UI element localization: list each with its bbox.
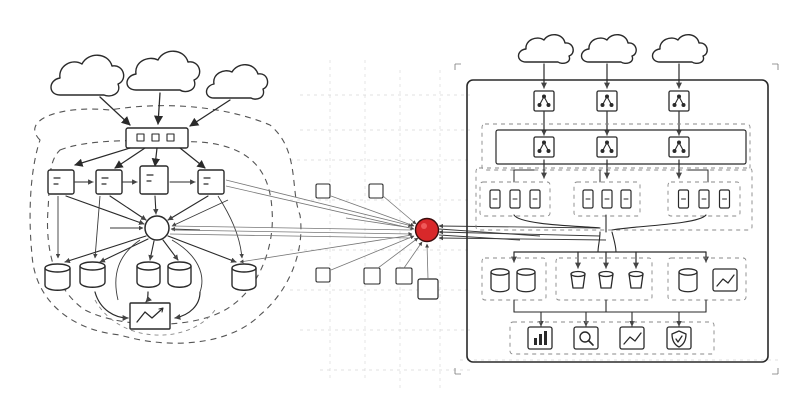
database-icon (678, 268, 698, 293)
bucket-icon (570, 270, 586, 289)
hub-icon (414, 217, 440, 243)
server-card-icon (139, 165, 169, 195)
bucket-icon (628, 270, 644, 289)
lb-band (495, 129, 747, 165)
storage-icons (490, 268, 738, 293)
system-frame (466, 79, 769, 363)
shield-check-icon (666, 326, 692, 350)
node-box-icon (315, 183, 331, 199)
lb-band-outer (481, 123, 751, 171)
node-box-icon (363, 267, 381, 285)
node-box-icon (395, 267, 413, 285)
left-boundary-outer (29, 105, 302, 344)
network-icon (668, 136, 690, 158)
server-card-icon (95, 169, 123, 195)
right-system (454, 34, 780, 375)
database-icon (136, 261, 161, 288)
bar-chart-icon (527, 326, 553, 350)
bucket-icon (598, 270, 614, 289)
line-chart-icon (129, 302, 171, 330)
cloud-icon (126, 50, 201, 93)
background-grid (290, 60, 470, 390)
router-circle-icon (144, 215, 170, 241)
cloud-icon (50, 54, 125, 97)
database-icon (44, 263, 71, 291)
database-icon (167, 261, 192, 288)
cloud-icon (651, 34, 708, 65)
database-icon (516, 268, 536, 293)
left-boundary-inner (46, 139, 273, 325)
left-cluster (29, 50, 302, 344)
node-box-icon (315, 267, 331, 283)
gateway-icon (125, 127, 189, 149)
node-box-icon (417, 278, 439, 300)
network-icon (533, 90, 555, 112)
database-icon (79, 261, 106, 288)
database-icon (490, 268, 510, 293)
search-icon (573, 326, 599, 350)
cloud-icon (580, 34, 637, 65)
middle-flow (169, 179, 607, 300)
database-icon (231, 263, 257, 291)
server-rack-icon (479, 181, 551, 217)
server-card-icon (47, 169, 75, 195)
server-rack-icon (667, 181, 741, 217)
line-chart-icon (619, 326, 645, 350)
cloud-icon (205, 64, 269, 100)
network-icon (668, 90, 690, 112)
node-box-icon (368, 183, 384, 199)
network-icon (533, 136, 555, 158)
network-icon (596, 90, 618, 112)
line-chart-icon (712, 268, 738, 292)
server-card-icon (197, 169, 225, 195)
cloud-icon (517, 34, 574, 65)
server-rack-icon (573, 181, 641, 217)
network-icon (596, 136, 618, 158)
